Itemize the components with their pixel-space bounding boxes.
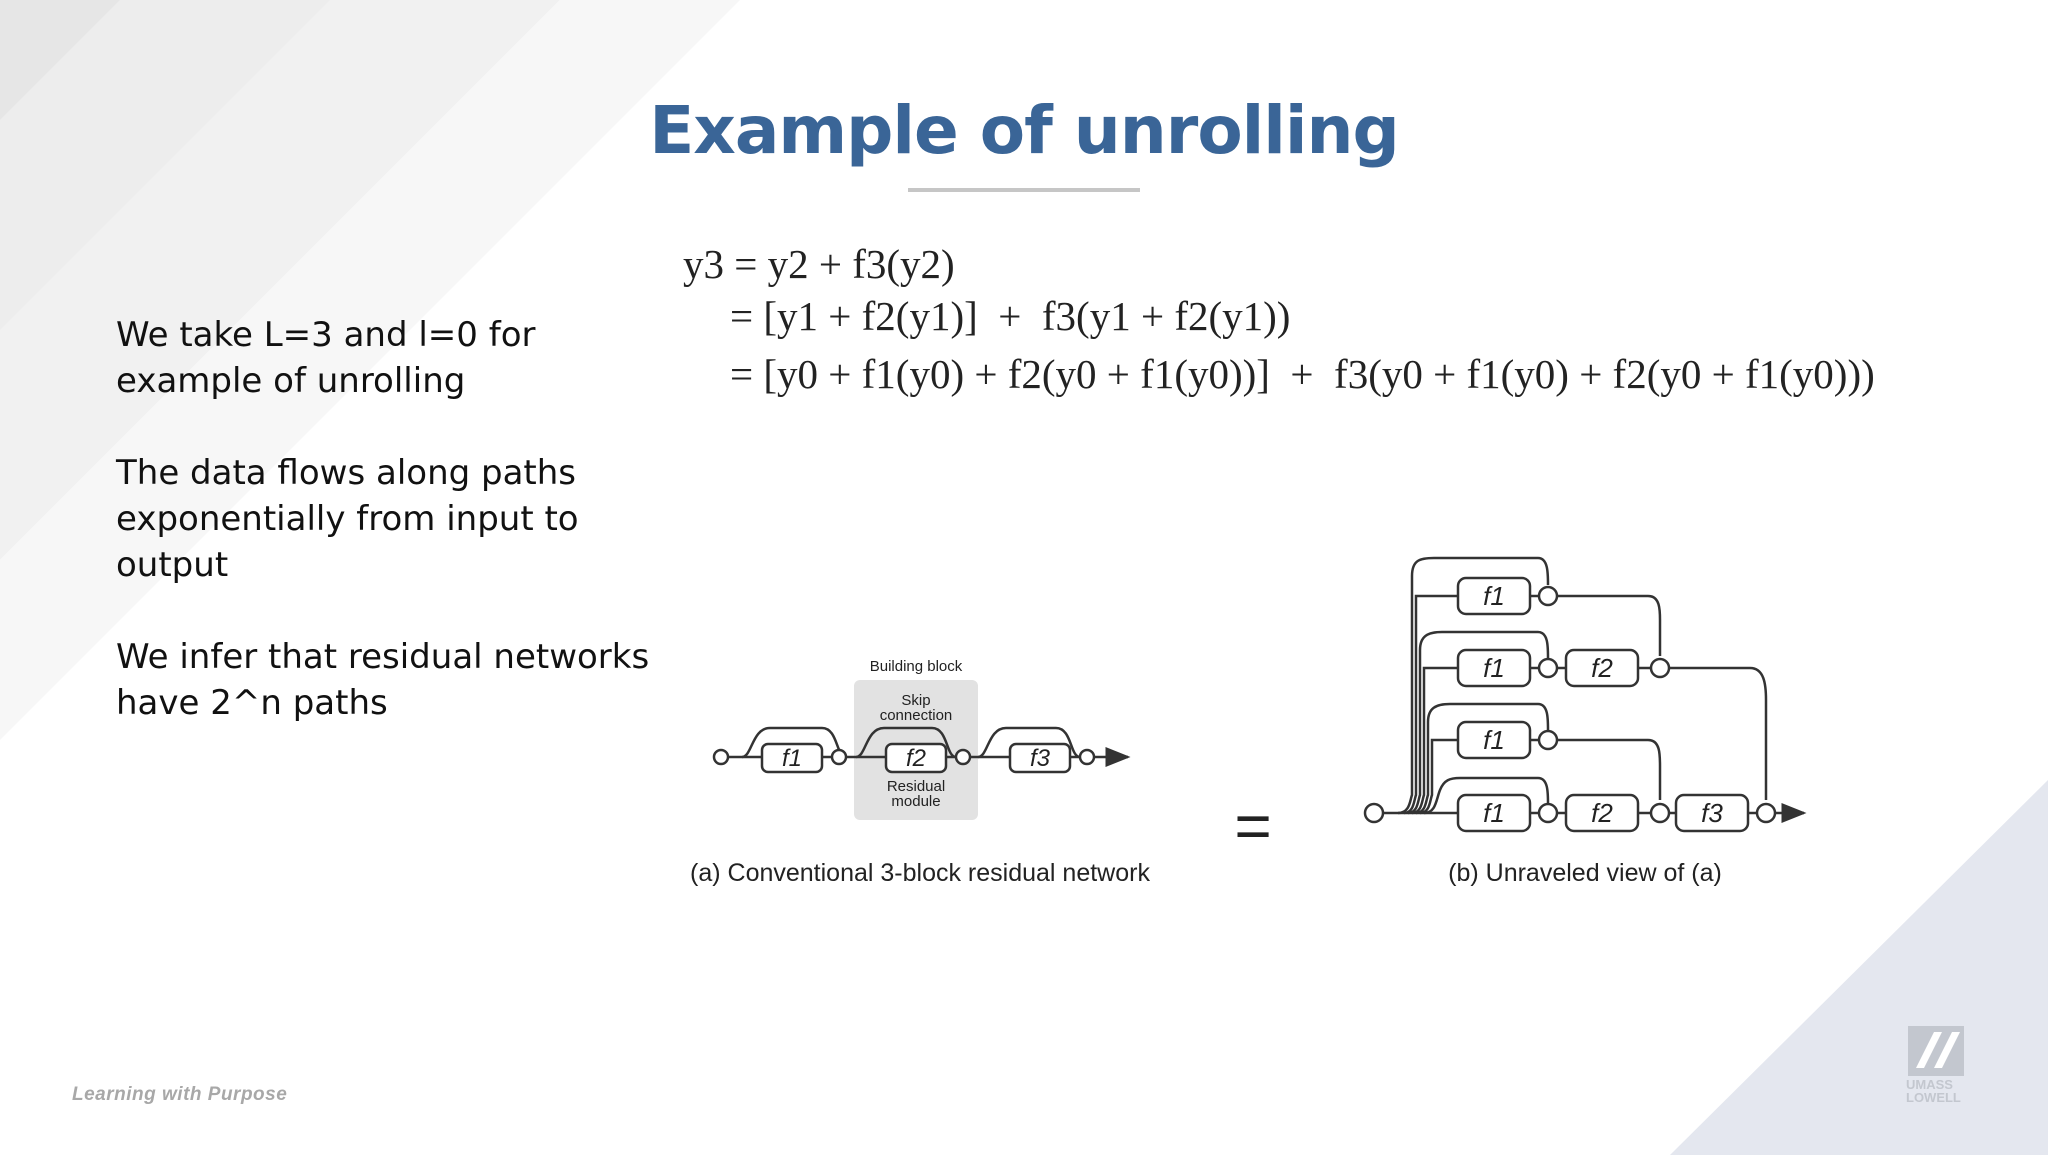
unraveled-network-diagram [1363,556,1807,833]
bullet-list: We take L=3 and l=0 for example of unrol… [116,312,656,772]
path4-f1-label: f1 [1483,798,1505,828]
bullet-text: We take L=3 and l=0 for example of unrol… [116,315,536,401]
figure-caption-a: (a) Conventional 3-block residual networ… [690,859,1150,887]
skip-connection-label: Skip [901,692,930,709]
university-logo [1908,1026,1964,1076]
residual-module-label: Residual [887,778,945,795]
footer-tagline: Learning with Purpose [72,1084,288,1105]
residual-module-label: module [891,793,940,810]
f3-label: f3 [1030,745,1051,772]
figure-caption-b: (b) Unraveled view of (a) [1448,859,1722,887]
path2-f1-label: f1 [1483,653,1505,683]
f1-label: f1 [782,745,802,772]
equation-line: = [y0 + f1(y0) + f2(y0 + f1(y0))] + f3(y… [730,351,1875,397]
title-divider [908,188,1140,192]
conventional-network-diagram [712,680,1131,820]
equation-line: = [y1 + f2(y1)] + f3(y1 + f2(y1)) [730,293,1291,339]
f2-label: f2 [906,745,926,772]
path3-f1-label: f1 [1483,725,1505,755]
path4-f3-label: f3 [1701,798,1723,828]
path1-f1-label: f1 [1483,581,1505,611]
skip-connection-label: connection [880,707,953,724]
equals-sign: = [1234,790,1271,862]
bullet-text: The data flows along paths exponentially… [116,453,579,585]
page-title: Example of unrolling [649,92,1400,169]
path2-f2-label: f2 [1591,653,1613,683]
equation-line: y3 = y2 + f3(y2) [683,241,955,287]
university-logo-text: UMASS LOWELL [1906,1077,1961,1105]
bullet-text: We infer that residual networks have 2^n… [116,637,650,723]
building-block-label: Building block [870,658,963,675]
path4-f2-label: f2 [1591,798,1613,828]
